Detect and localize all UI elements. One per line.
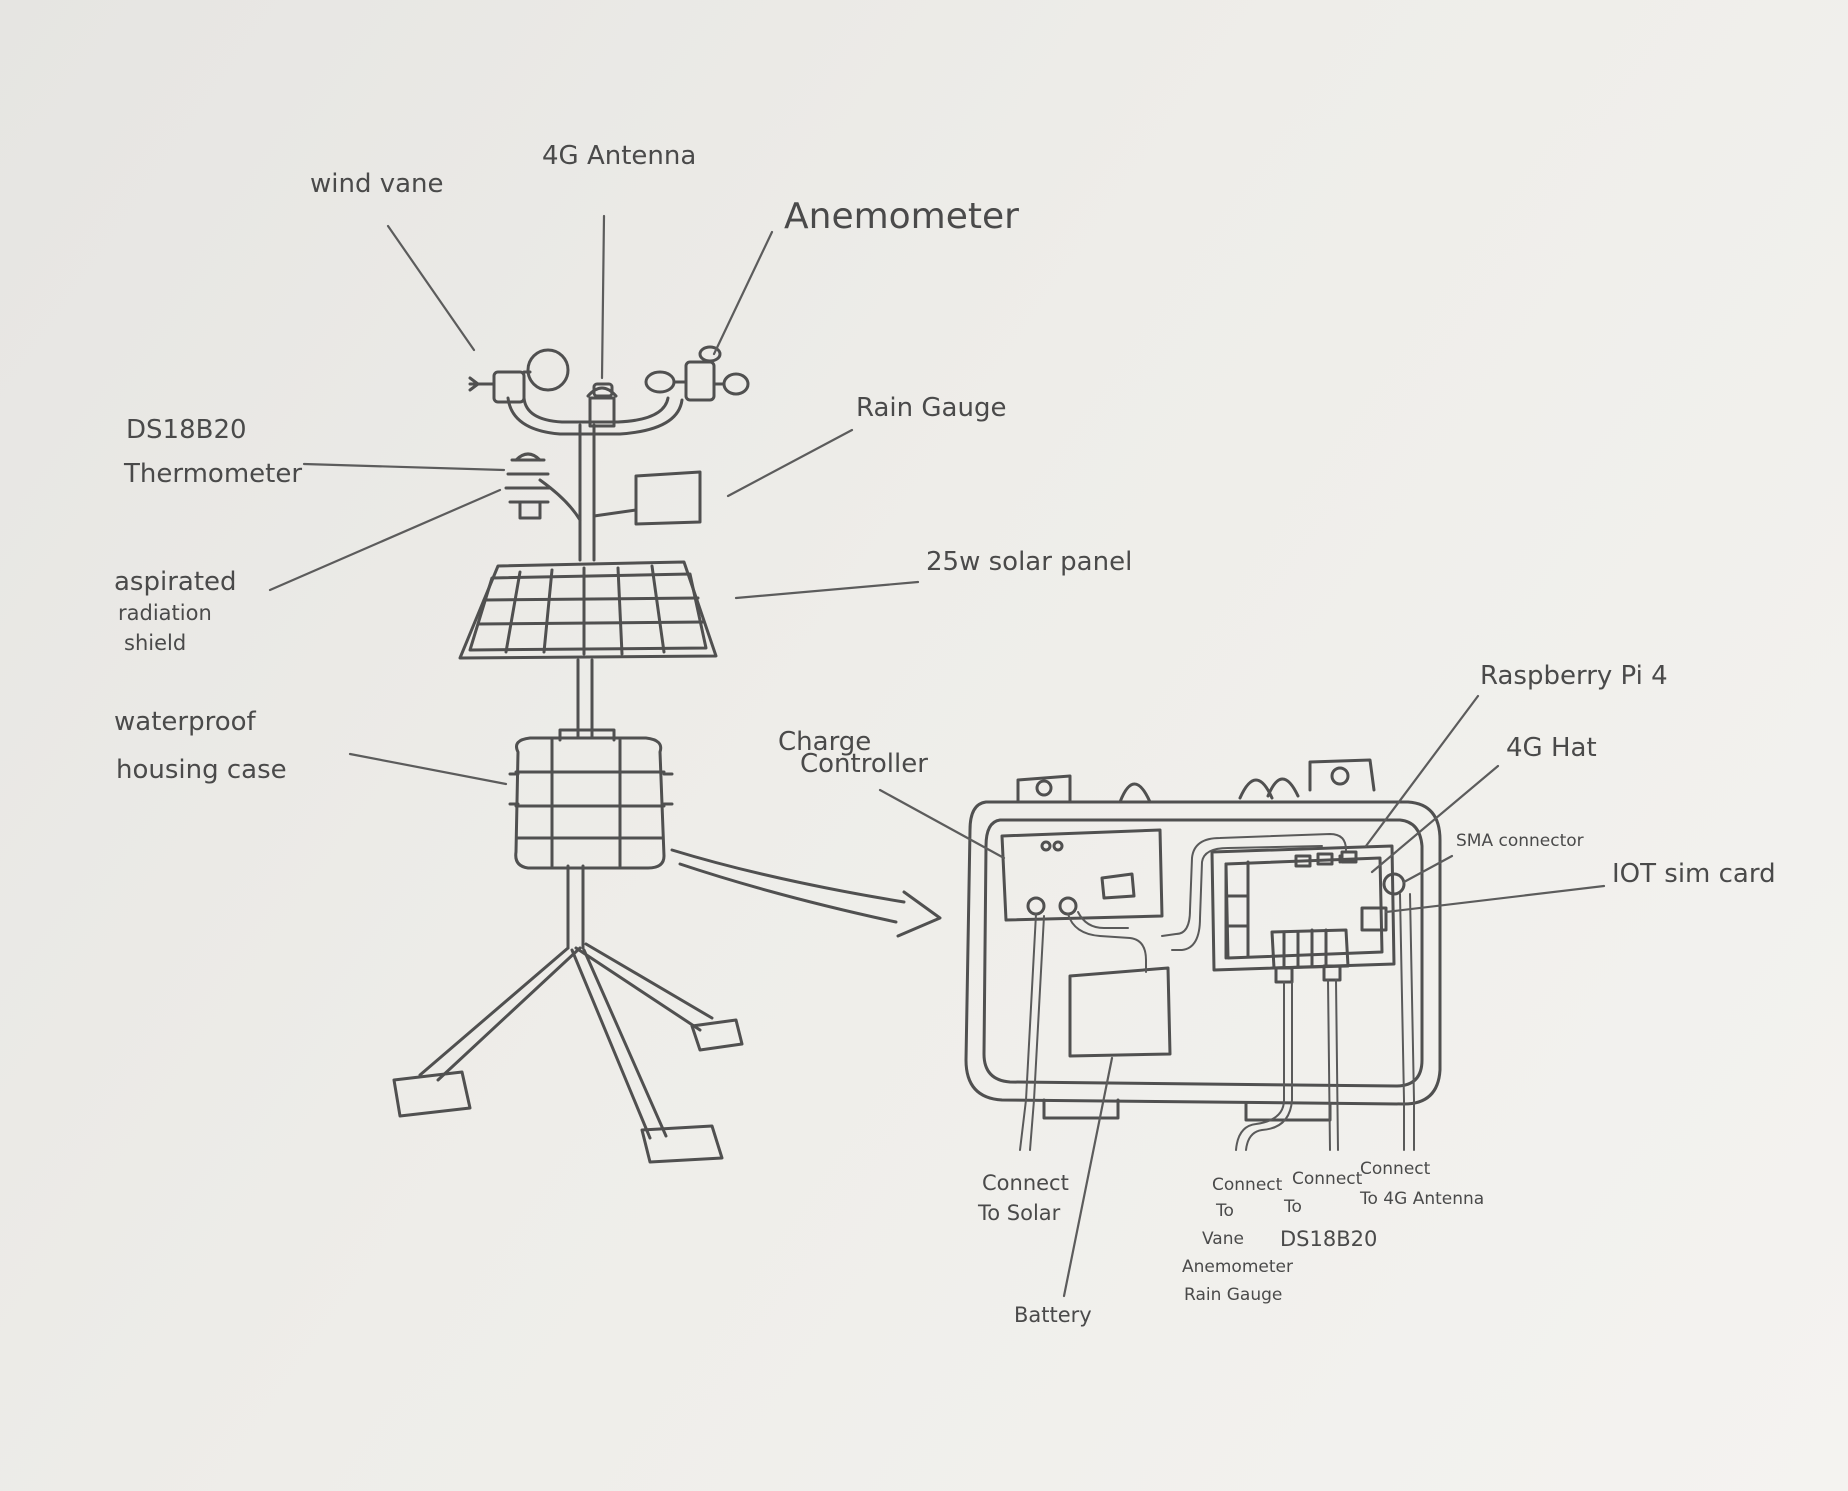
label-solar-conn-2: To Solar <box>977 1201 1061 1225</box>
mast-pole <box>578 425 594 738</box>
label-ds18b20-1: DS18B20 <box>126 415 247 445</box>
battery <box>1070 968 1170 1056</box>
detail-arrow <box>672 850 940 936</box>
label-ant-conn-2: To 4G Antenna <box>1359 1189 1484 1209</box>
label-sensors-conn-1: Connect <box>1212 1175 1283 1195</box>
label-iot-sim: IOT sim card <box>1612 859 1776 889</box>
label-shield-3: shield <box>124 631 186 655</box>
raspberry-pi-board <box>1212 846 1404 982</box>
label-housing-2: housing case <box>116 755 287 785</box>
pole-housing-case <box>510 730 672 868</box>
label-ds-conn-2: To <box>1283 1197 1302 1217</box>
label-ds-conn-1: Connect <box>1292 1169 1363 1189</box>
label-sensors-conn-2: To <box>1215 1201 1234 1221</box>
label-raspberry-pi: Raspberry Pi 4 <box>1480 661 1668 691</box>
cross-arm <box>470 347 748 434</box>
label-solar-conn-1: Connect <box>982 1171 1069 1195</box>
label-sma-connector: SMA connector <box>1456 831 1584 851</box>
label-solar-panel: 25w solar panel <box>926 547 1132 577</box>
label-battery: Battery <box>1014 1303 1092 1327</box>
label-ant-conn-1: Connect <box>1360 1159 1431 1179</box>
radiation-shield <box>506 454 580 520</box>
label-charge-2: Controller <box>800 749 928 779</box>
label-anemometer: Anemometer <box>784 196 1019 237</box>
label-ds-conn-3: DS18B20 <box>1280 1227 1377 1251</box>
solar-panel <box>460 562 716 658</box>
label-shield-2: radiation <box>118 601 212 625</box>
label-4g-hat: 4G Hat <box>1506 733 1597 763</box>
label-sensors-conn-3: Vane <box>1202 1229 1244 1249</box>
label-sensors-conn-5: Rain Gauge <box>1184 1285 1282 1305</box>
label-wind-vane: wind vane <box>310 169 444 199</box>
enclosure-case <box>966 760 1440 1120</box>
label-ds18b20-2: Thermometer <box>123 459 302 489</box>
rain-gauge <box>594 472 700 524</box>
label-housing-1: waterproof <box>114 707 257 737</box>
label-rain-gauge: Rain Gauge <box>856 393 1006 423</box>
label-4g-antenna: 4G Antenna <box>542 141 696 171</box>
label-sensors-conn-4: Anemometer <box>1182 1257 1293 1277</box>
charge-controller <box>1002 830 1162 920</box>
tripod <box>394 866 742 1162</box>
label-shield-1: aspirated <box>114 567 237 597</box>
enclosure-detail <box>966 760 1440 1150</box>
